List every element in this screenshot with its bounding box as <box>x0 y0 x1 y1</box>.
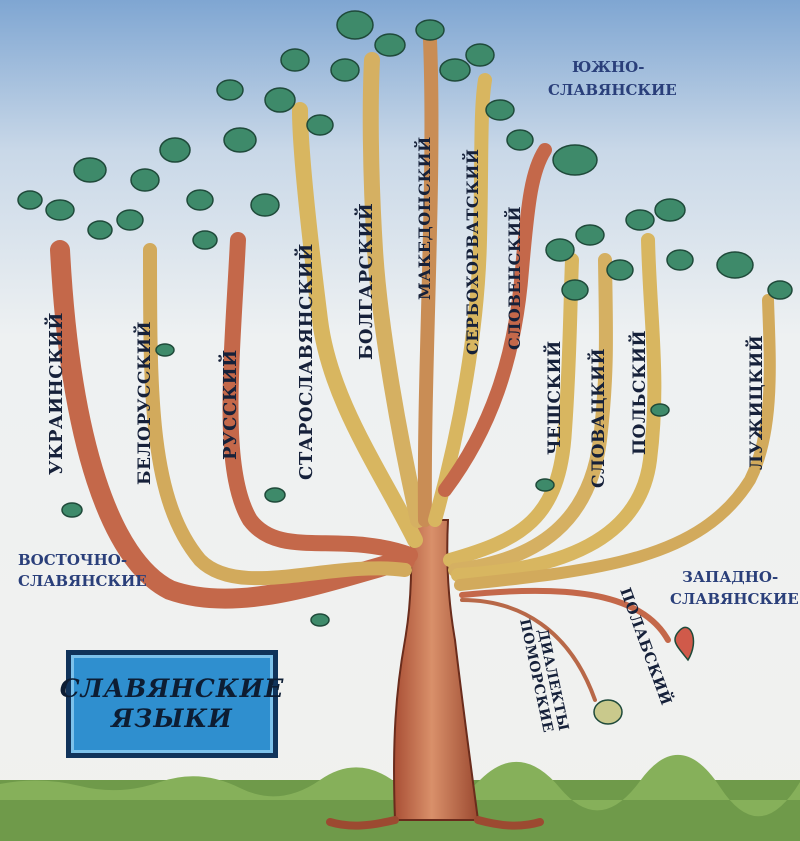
group-labels: ВОСТОЧНО- СЛАВЯНСКИЕ ЮЖНО- СЛАВЯНСКИЕ ЗА… <box>18 58 799 608</box>
group-west-line1: ЗАПАДНО- <box>682 568 778 586</box>
label-serbo-croatian: СЕРБОХОРВАТСКИЙ <box>461 149 482 355</box>
title-line2: ЯЗЫКИ <box>111 704 233 733</box>
label-polish: ПОЛЬСКИЙ <box>628 330 650 455</box>
label-ukrainian: УКРАИНСКИЙ <box>43 312 67 475</box>
group-south-line2: СЛАВЯНСКИЕ <box>548 81 677 99</box>
group-south-line1: ЮЖНО- <box>572 58 644 76</box>
title-line1: СЛАВЯНСКИЕ <box>59 674 285 703</box>
label-macedonian: МАКЕДОНСКИЙ <box>413 136 434 300</box>
title-plaque: СЛАВЯНСКИЕ ЯЗЫКИ <box>60 650 283 758</box>
label-old-slavonic: СТАРОСЛАВЯНСКИЙ <box>293 243 317 480</box>
branches <box>50 33 776 830</box>
label-belarusian: БЕЛОРУССКИЙ <box>133 321 155 485</box>
label-bulgarian: БОЛГАРСКИЙ <box>353 203 377 360</box>
label-czech: ЧЕШСКИЙ <box>543 340 565 455</box>
group-east-line1: ВОСТОЧНО- <box>18 551 127 569</box>
label-slovak: СЛОВАЦКИЙ <box>587 348 609 488</box>
leaves <box>17 10 793 725</box>
label-lusatian: ЛУЖИЦКИЙ <box>745 335 767 470</box>
group-west-line2: СЛАВЯНСКИЕ <box>670 590 799 608</box>
group-east-line2: СЛАВЯНСКИЕ <box>18 572 147 590</box>
label-russian: РУССКИЙ <box>217 349 241 460</box>
label-slovenian: СЛОВЕНСКИЙ <box>503 206 524 350</box>
